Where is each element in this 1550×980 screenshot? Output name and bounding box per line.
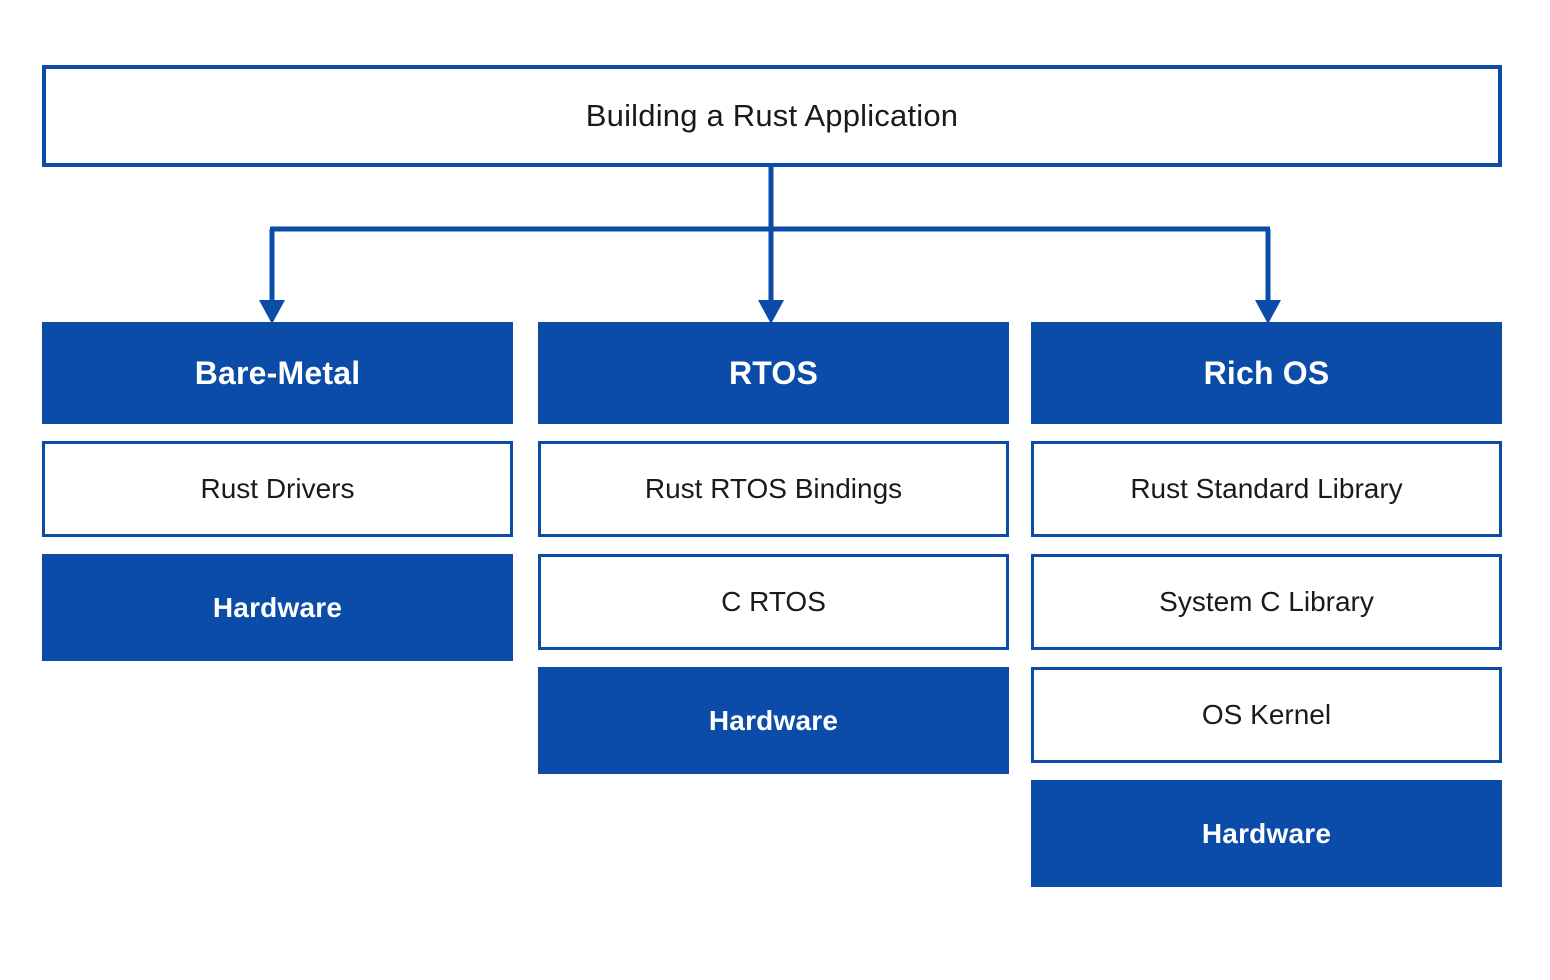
root-node-label: Building a Rust Application (585, 98, 959, 133)
arrowhead-rich-os (1255, 300, 1281, 324)
layer-node-c-rtos[interactable]: C RTOS (538, 554, 1009, 650)
layer-node-label: Hardware (1201, 817, 1332, 849)
branch-header-rich-os[interactable]: Rich OS (1031, 322, 1502, 424)
layer-node-label: System C Library (1159, 586, 1374, 617)
layer-node-label: OS Kernel (1201, 699, 1332, 730)
arrowhead-rtos (758, 300, 784, 324)
layer-node-rust-standard-library[interactable]: Rust Standard Library (1031, 441, 1502, 537)
layer-node-label: Rust Drivers (200, 473, 355, 504)
layer-node-label: Hardware (212, 591, 343, 623)
root-node: Building a Rust Application (42, 65, 1502, 167)
branch-header-bare-metal[interactable]: Bare-Metal (42, 322, 513, 424)
layer-node-os-kernel[interactable]: OS Kernel (1031, 667, 1502, 763)
layer-node-label: C RTOS (721, 586, 826, 617)
branch-header-label: Bare-Metal (194, 354, 361, 391)
layer-node-label: Rust Standard Library (1130, 473, 1403, 504)
branch-header-label: Rich OS (1203, 354, 1330, 391)
layer-node-hardware[interactable]: Hardware (538, 667, 1009, 774)
layer-node-hardware[interactable]: Hardware (42, 554, 513, 661)
branch-header-rtos[interactable]: RTOS (538, 322, 1009, 424)
layer-node-system-c-library[interactable]: System C Library (1031, 554, 1502, 650)
branch-column-rtos: RTOS Rust RTOS Bindings C RTOS Hardware (538, 322, 1009, 774)
layer-node-label: Hardware (708, 704, 839, 736)
branch-column-rich-os: Rich OS Rust Standard Library System C L… (1031, 322, 1502, 887)
layer-node-rust-rtos-bindings[interactable]: Rust RTOS Bindings (538, 441, 1009, 537)
layer-node-hardware[interactable]: Hardware (1031, 780, 1502, 887)
arrowhead-bare-metal (259, 300, 285, 324)
layer-node-rust-drivers[interactable]: Rust Drivers (42, 441, 513, 537)
layer-node-label: Rust RTOS Bindings (644, 473, 903, 504)
branch-header-label: RTOS (728, 354, 819, 391)
branch-column-bare-metal: Bare-Metal Rust Drivers Hardware (42, 322, 513, 661)
